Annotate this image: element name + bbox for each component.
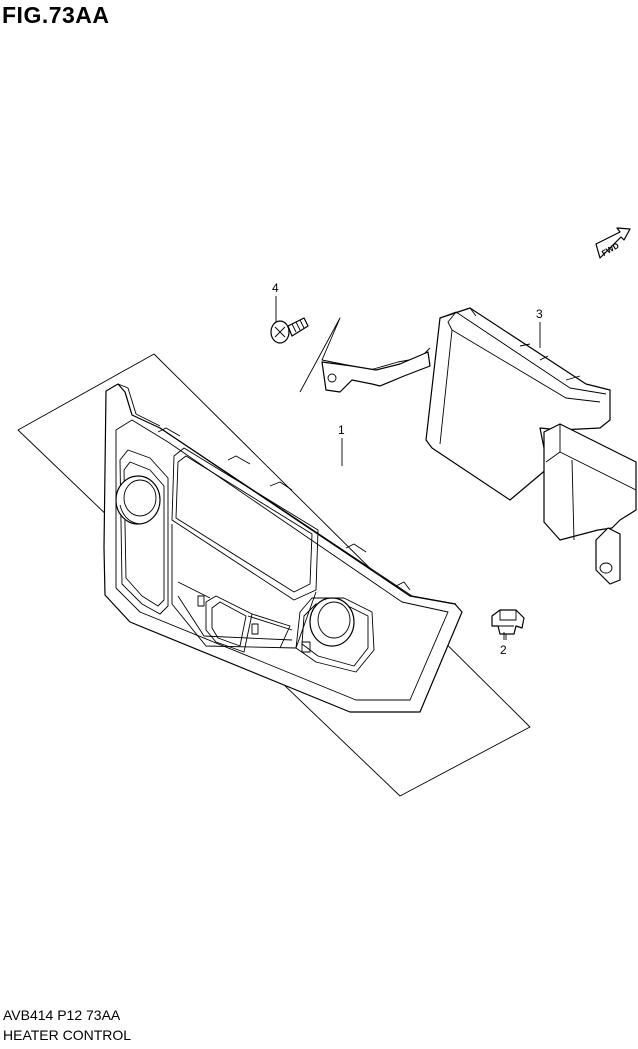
callout-part-2: 2 [500,643,507,657]
heater-control-panel [103,383,463,713]
control-unit [299,307,637,585]
callout-part-4: 4 [272,281,279,295]
fwd-arrow-icon: FWD [595,227,631,259]
mounting-screw [270,317,309,344]
diagram-name: HEATER CONTROL [3,1027,132,1043]
callout-part-1: 1 [338,423,345,437]
retaining-clip [491,609,525,640]
figure-title: FIG.73AA [2,2,110,28]
diagram-code: AVB414 P12 73AA [3,1007,121,1023]
callout-part-3: 3 [536,307,543,321]
